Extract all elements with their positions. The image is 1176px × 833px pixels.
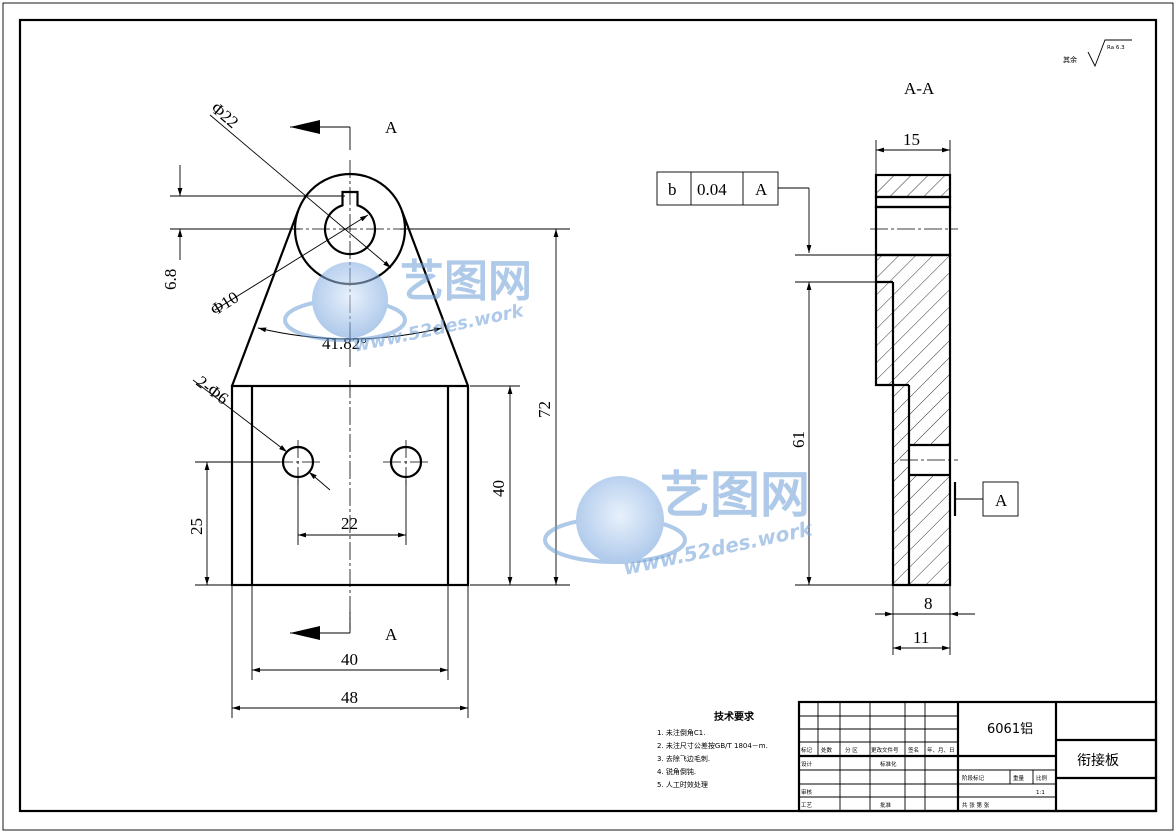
datum-label: A (995, 491, 1008, 510)
scale-value: 1:1 (1036, 790, 1045, 796)
dim-phi22: Φ22 (207, 99, 242, 132)
title-block (797, 700, 1158, 813)
dim-15: 15 (903, 130, 920, 149)
tech-req-item: 3. 去除飞边毛刺. (657, 754, 710, 763)
cut-marker-top: A (385, 118, 398, 137)
row-label: 处数 (821, 746, 833, 754)
tolerance-value: 0.04 (697, 180, 727, 199)
dim-22: 22 (341, 514, 358, 533)
row-label: 分 区 (845, 746, 858, 754)
process-label: 工艺 (801, 802, 813, 809)
sheets-label: 共 张 第 张 (962, 801, 990, 809)
inner-border (18, 18, 1158, 813)
row-label: 标记 (801, 746, 813, 754)
dim-11: 11 (913, 628, 929, 647)
watermark-brand: 艺图网 (400, 256, 532, 307)
weight-label: 重量 (1013, 774, 1025, 782)
approve-label: 批准 (880, 801, 892, 809)
standard-label: 标准化 (880, 760, 897, 768)
tech-req-item: 5. 人工时效处理 (657, 780, 708, 789)
material: 6061铝 (987, 722, 1033, 737)
watermark-logo-icon (283, 262, 407, 342)
dim-40-horizontal: 40 (341, 650, 358, 669)
dim-72: 72 (535, 401, 554, 418)
section-view (778, 140, 1019, 655)
tech-req-item: 2. 未注尺寸公差按GB/T 1804－m. (657, 741, 768, 750)
roughness-prefix: 其余 (1063, 55, 1077, 64)
dim-61: 61 (789, 431, 808, 448)
design-label: 设计 (801, 760, 813, 768)
check-label: 审核 (801, 788, 813, 796)
roughness-icon (1087, 39, 1132, 68)
dim-40-vertical: 40 (489, 480, 508, 497)
tolerance-frame (656, 171, 779, 206)
watermark-brand: 艺图网 (660, 466, 810, 524)
tech-req-title: 技术要求 (714, 710, 755, 723)
dim-phi10: Φ10 (207, 288, 242, 320)
dim-8: 8 (924, 594, 933, 613)
stage-label: 阶段标记 (962, 774, 985, 782)
front-view (170, 114, 570, 718)
tech-req-item: 1. 未注倒角C1. (657, 728, 705, 737)
watermark-logo-icon (543, 476, 687, 564)
row-label: 更改文件号 (871, 746, 899, 754)
tolerance-datum: A (755, 180, 768, 199)
section-label: A-A (904, 79, 935, 98)
cut-marker-bottom: A (385, 625, 398, 644)
dim-25: 25 (187, 518, 206, 535)
dim-48: 48 (341, 688, 358, 707)
part-name: 衔接板 (1077, 752, 1119, 769)
row-label: 签名 (908, 746, 919, 754)
row-label: 年、月、日 (927, 746, 955, 754)
tech-req-item: 4. 锐角倒钝. (657, 767, 696, 776)
tolerance-symbol: b (668, 180, 677, 199)
dim-6-8: 6.8 (161, 269, 180, 290)
dim-holes: 2-Φ6 (193, 372, 232, 408)
roughness-value: Ra 6.3 (1107, 45, 1125, 51)
scale-label: 比例 (1036, 774, 1048, 782)
